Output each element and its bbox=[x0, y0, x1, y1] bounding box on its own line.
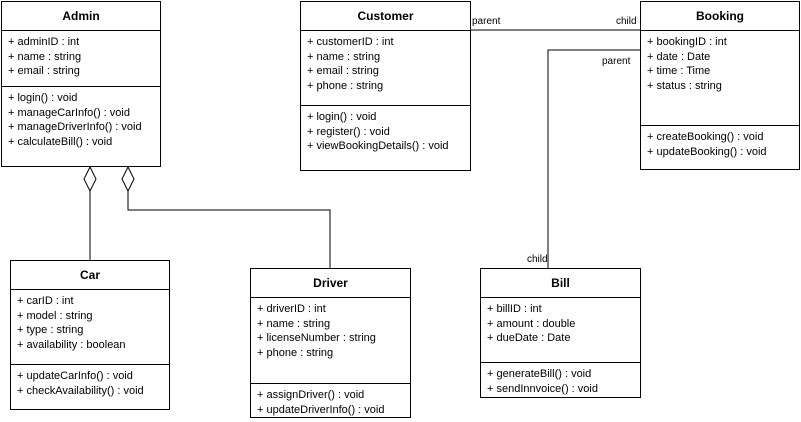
customer-booking-source-label: parent bbox=[472, 16, 501, 27]
methods-section: + createBooking() : void + updateBooking… bbox=[641, 126, 799, 163]
method: + checkAvailability() : void bbox=[17, 384, 144, 397]
attributes-section: + customerID : int + name : string + ema… bbox=[301, 31, 470, 106]
attribute: + availability : boolean bbox=[17, 338, 126, 351]
class-customer[interactable]: Customer + customerID : int + name : str… bbox=[300, 1, 471, 171]
method: + calculateBill() : void bbox=[8, 135, 113, 148]
attribute: + model : string bbox=[17, 309, 93, 322]
attributes-section: + billID : int + amount : double + dueDa… bbox=[481, 298, 640, 363]
class-name: Customer bbox=[301, 2, 470, 31]
class-name: Driver bbox=[251, 269, 410, 298]
attribute: + date : Date bbox=[647, 50, 711, 63]
attribute: + status : string bbox=[647, 79, 722, 92]
methods-section: + assignDriver() : void + updateDriverIn… bbox=[251, 384, 410, 421]
attribute: + driverID : int bbox=[257, 303, 326, 315]
attribute: + email : string bbox=[307, 65, 379, 77]
booking-bill-source-label: parent bbox=[602, 56, 631, 67]
class-name: Admin bbox=[2, 2, 160, 31]
attribute: + name : string bbox=[8, 50, 82, 63]
booking-bill-target-label: child bbox=[527, 254, 548, 265]
attribute: + name : string bbox=[307, 50, 381, 63]
attribute: + bookingID : int bbox=[647, 36, 727, 48]
methods-section: + generateBill() : void + sendInnvoice()… bbox=[481, 363, 640, 400]
class-name: Booking bbox=[641, 2, 799, 31]
admin-driver-aggregation-line bbox=[127, 191, 331, 268]
method: + sendInnvoice() : void bbox=[487, 382, 598, 395]
attribute: + type : string bbox=[17, 324, 84, 336]
method: + createBooking() : void bbox=[647, 131, 764, 143]
method: + register() : void bbox=[307, 125, 390, 138]
attribute: + time : Time bbox=[647, 65, 711, 77]
admin-car-diamond bbox=[83, 165, 97, 193]
customer-booking-target-label: child bbox=[616, 16, 637, 27]
methods-section: + login() : void + manageCarInfo() : voi… bbox=[2, 87, 160, 153]
attribute: + phone : string bbox=[257, 346, 334, 359]
method: + login() : void bbox=[307, 111, 377, 123]
attribute: + customerID : int bbox=[307, 36, 394, 48]
attribute: + carID : int bbox=[17, 295, 74, 307]
class-name: Car bbox=[11, 261, 169, 290]
class-admin[interactable]: Admin + adminID : int + name : string + … bbox=[1, 1, 161, 167]
method: + viewBookingDetails() : void bbox=[307, 140, 449, 152]
attributes-section: + driverID : int + name : string + licen… bbox=[251, 298, 410, 384]
methods-section: + login() : void + register() : void + v… bbox=[301, 106, 470, 158]
attribute: + email : string bbox=[8, 65, 80, 77]
method: + manageDriverInfo() : void bbox=[8, 121, 142, 133]
attribute: + name : string bbox=[257, 317, 331, 330]
attribute: + adminID : int bbox=[8, 36, 80, 48]
attribute: + dueDate : Date bbox=[487, 332, 571, 344]
method: + updateCarInfo() : void bbox=[17, 370, 133, 382]
attribute: + licenseNumber : string bbox=[257, 332, 376, 344]
method: + login() : void bbox=[8, 92, 78, 104]
booking-bill-association-line bbox=[547, 49, 640, 268]
attributes-section: + carID : int + model : string + type : … bbox=[11, 290, 169, 365]
class-name: Bill bbox=[481, 269, 640, 298]
admin-driver-diamond bbox=[121, 165, 135, 193]
class-booking[interactable]: Booking + bookingID : int + date : Date … bbox=[640, 1, 800, 170]
class-car[interactable]: Car + carID : int + model : string + typ… bbox=[10, 260, 170, 410]
method: + generateBill() : void bbox=[487, 368, 592, 380]
attribute: + phone : string bbox=[307, 79, 384, 92]
method: + manageCarInfo() : void bbox=[8, 106, 130, 119]
class-bill[interactable]: Bill + billID : int + amount : double + … bbox=[480, 268, 641, 398]
class-driver[interactable]: Driver + driverID : int + name : string … bbox=[250, 268, 411, 418]
method: + assignDriver() : void bbox=[257, 389, 365, 401]
methods-section: + updateCarInfo() : void + checkAvailabi… bbox=[11, 365, 169, 402]
attributes-section: + adminID : int + name : string + email … bbox=[2, 31, 160, 87]
method: + updateBooking() : void bbox=[647, 145, 767, 158]
attributes-section: + bookingID : int + date : Date + time :… bbox=[641, 31, 799, 126]
attribute: + amount : double bbox=[487, 317, 576, 330]
attribute: + billID : int bbox=[487, 303, 542, 315]
method: + updateDriverInfo() : void bbox=[257, 403, 385, 416]
